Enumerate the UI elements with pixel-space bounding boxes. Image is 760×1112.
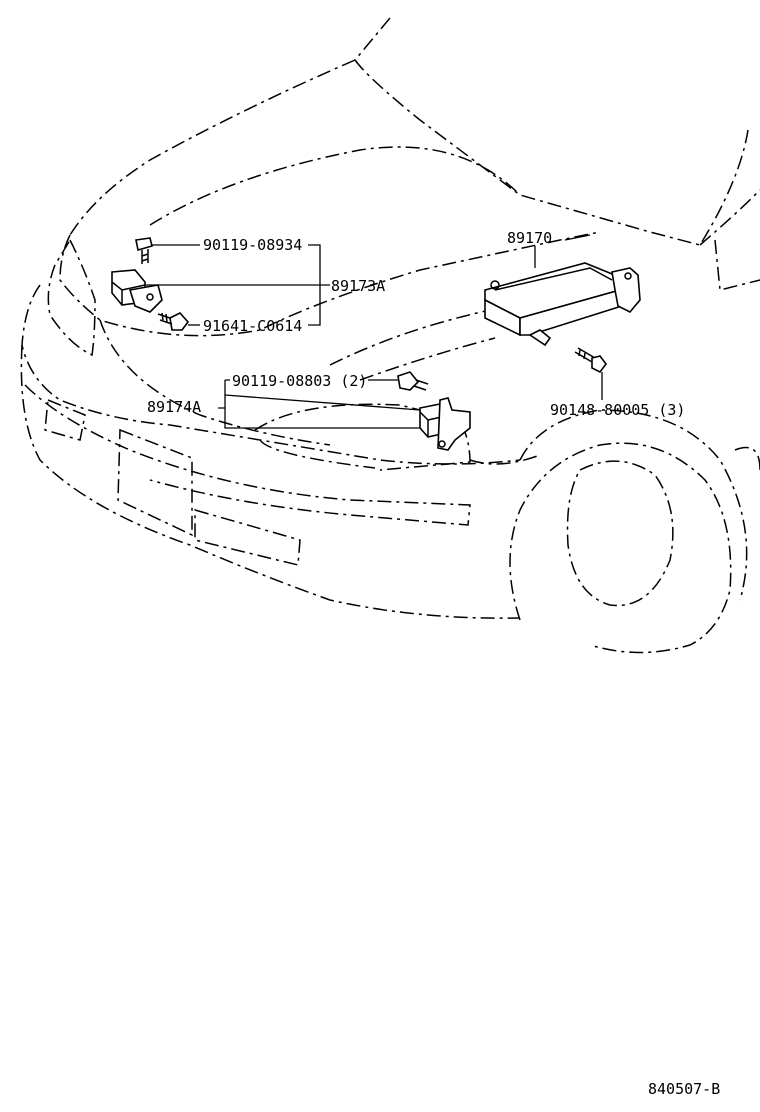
tire-outer: [509, 442, 732, 654]
leader-89174A-upper: [224, 394, 421, 411]
bolt-head-1: [135, 237, 153, 252]
engine-bay-line-2: [359, 337, 496, 381]
leader-lines: [145, 234, 603, 429]
tire-inner: [566, 460, 674, 607]
bolt-90119-08803: [397, 371, 429, 391]
hood-crease: [149, 146, 521, 226]
front-fascia-lower: [20, 344, 521, 619]
leader-89174A-bracket: [218, 379, 420, 429]
hood-left-edge: [69, 59, 356, 236]
ecu-mount-hole-1: [490, 280, 500, 290]
windshield-line: [699, 189, 760, 246]
inner-panel: [254, 403, 471, 471]
label-89173A: 89173A: [331, 277, 385, 295]
sensor-89174A-bracket: [437, 397, 471, 451]
fog-slot-right: [194, 509, 301, 566]
bolt-shank-4: [413, 379, 429, 391]
wheel-arch: [519, 409, 748, 601]
hood-top-line: [354, 17, 749, 246]
sensor-89173A-hole: [146, 293, 154, 301]
inner-panel-2: [259, 439, 376, 469]
ecu-side: [519, 289, 627, 336]
a-pillar-line: [714, 239, 760, 291]
car-body-outline: [20, 17, 760, 654]
sensor-89173A-bracket: [128, 284, 163, 313]
bumper-line-1: [24, 384, 471, 526]
mirror-line: [734, 446, 760, 471]
label-90119-08934: 90119-08934: [203, 236, 302, 254]
ecu-foot: [528, 329, 552, 347]
headlamp-outline: [47, 238, 96, 357]
screw-head-2: [169, 312, 190, 331]
screw-shank-3: [574, 347, 596, 363]
sensor-89174A: [419, 397, 471, 451]
sensor-89174A-hole: [438, 440, 446, 448]
sensor-89173A: [111, 269, 163, 313]
label-90148-80005: 90148-80005 (3): [550, 401, 685, 419]
label-90119-08803: 90119-08803 (2): [232, 372, 367, 390]
fender-line: [469, 454, 541, 465]
screw-90148-80005: [574, 347, 607, 374]
label-89174A: 89174A: [147, 398, 201, 416]
label-91641-C0614: 91641-C0614: [203, 317, 302, 335]
ecu-edge: [494, 267, 613, 291]
fog-slot-left: [44, 398, 86, 441]
license-plate: [117, 428, 193, 537]
screw-91641-C0614: [157, 312, 190, 331]
diagram-code: 840507-B: [648, 1080, 720, 1098]
screw-shank-2: [157, 312, 173, 325]
leader-89170-tick: [564, 234, 591, 241]
grille-line: [99, 319, 331, 446]
part-labels: 90119-08934 89173A 91641-C0614 89170 901…: [147, 229, 720, 1098]
screw-head-3: [591, 355, 607, 374]
ecu-bracket: [611, 267, 641, 313]
bolt-head-4: [397, 371, 420, 391]
sensor-89173A-face: [111, 281, 146, 305]
ecu-89170: [484, 262, 641, 347]
bolt-90119-08934: [135, 237, 153, 264]
engine-bay-line: [329, 309, 491, 366]
label-89170: 89170: [507, 229, 552, 247]
ecu-mount-hole-2: [624, 272, 632, 280]
hood-front-edge: [59, 231, 601, 337]
bolt-shank-1: [141, 249, 149, 264]
